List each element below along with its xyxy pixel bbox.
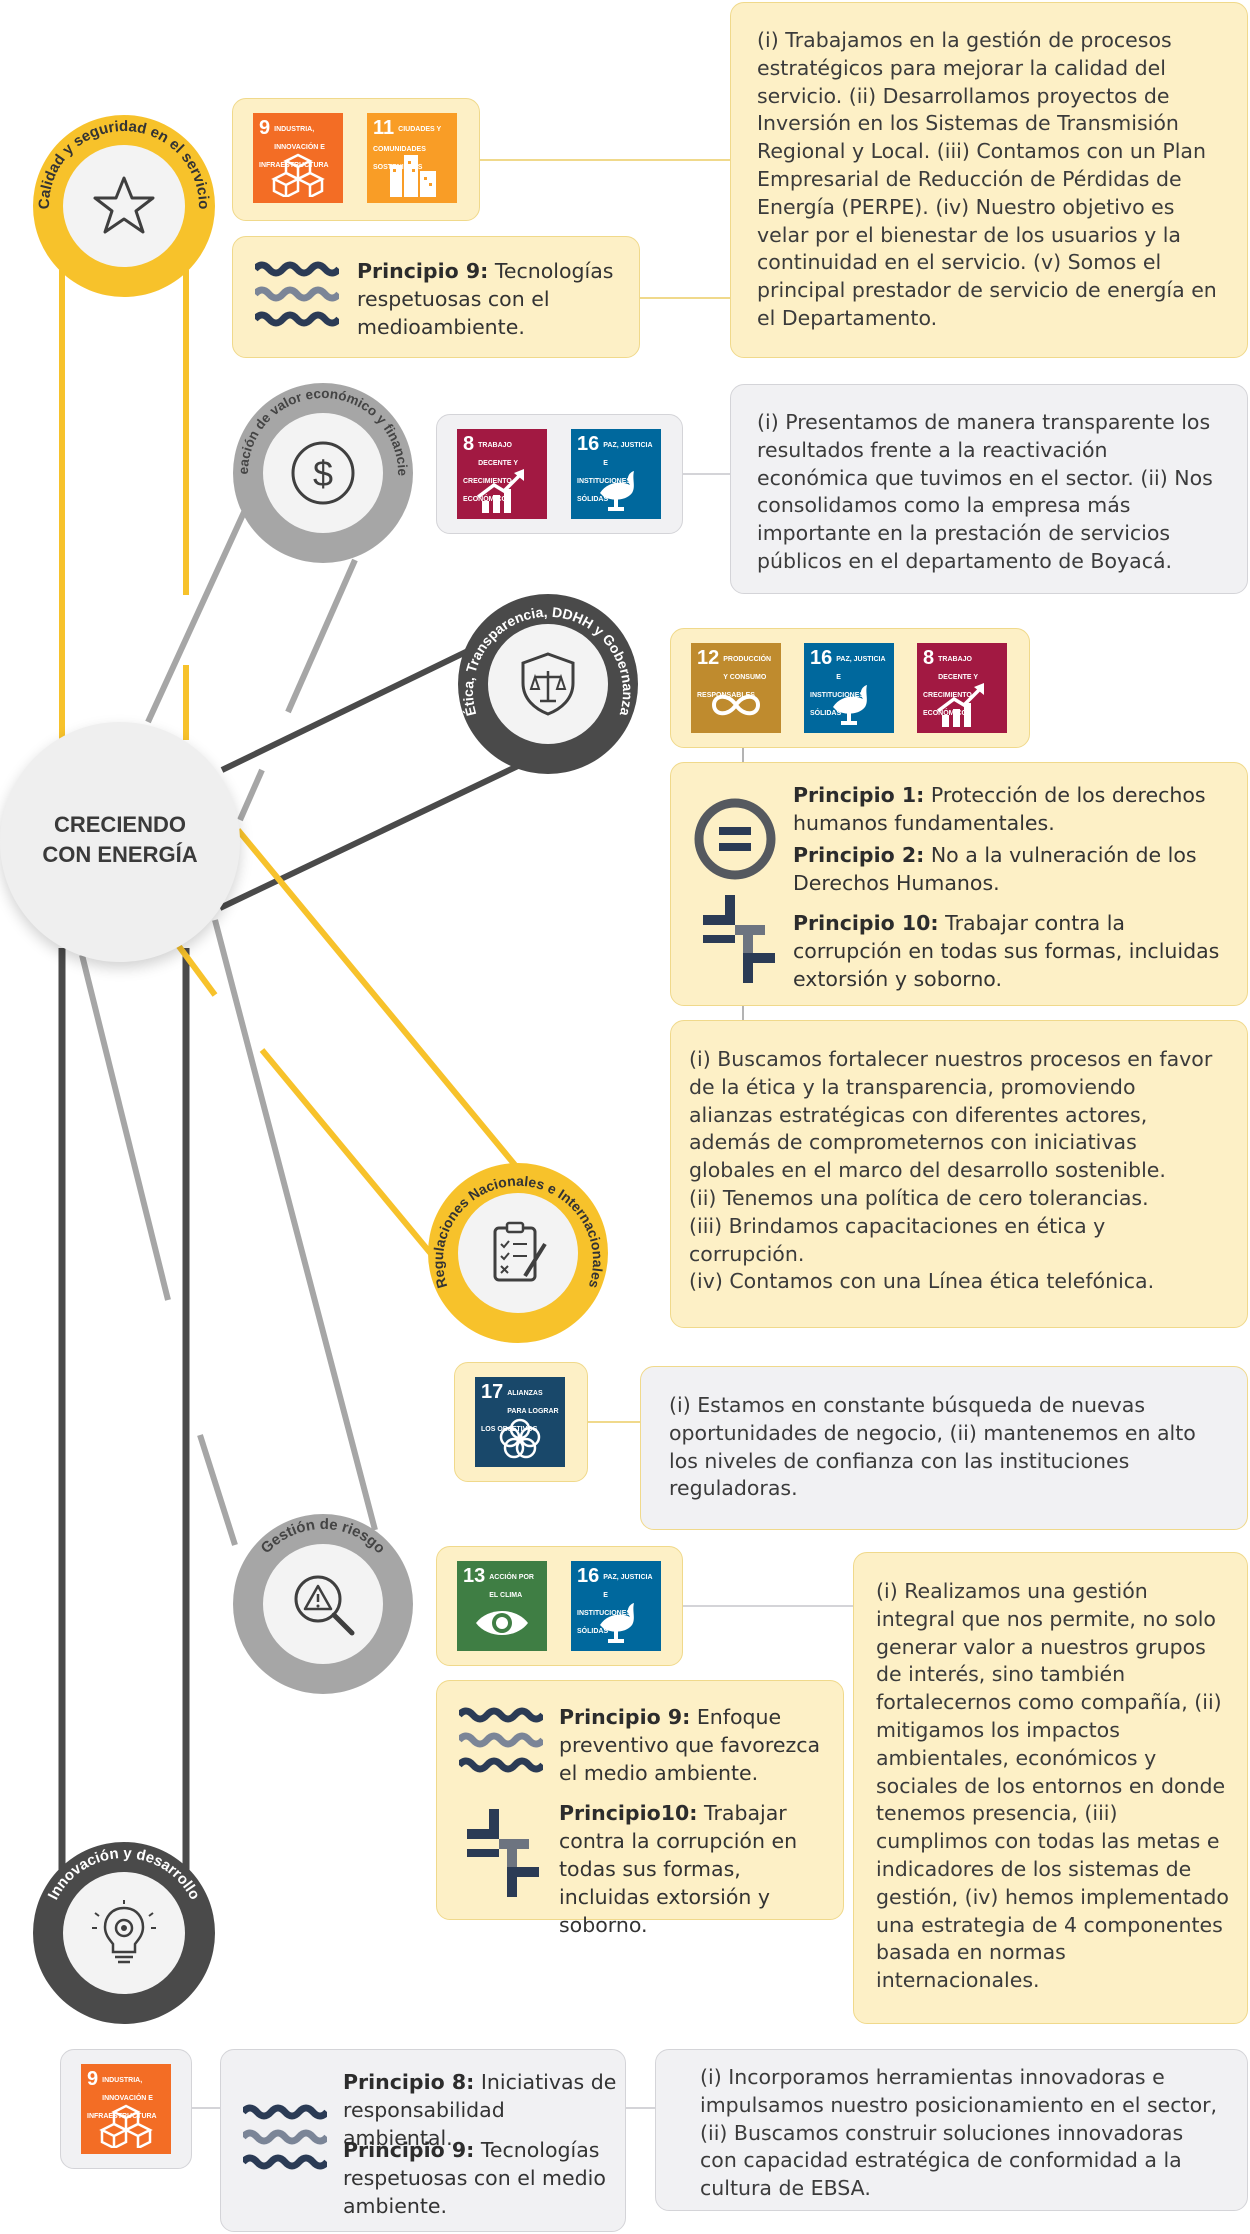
- waves-icon-innovation: [243, 2102, 327, 2176]
- principle-8-text: Iniciativas de responsabilidad ambiental…: [343, 2070, 617, 2150]
- warning-magnifier-icon: [294, 1575, 355, 1636]
- ethics-line-1: (i) Buscamos fortalecer nuestros proceso…: [689, 1047, 1213, 1183]
- dollar-icon: $: [291, 441, 355, 505]
- text-box-regulations: (i) Estamos en constante búsqueda de nue…: [640, 1366, 1248, 1530]
- economic-description: (i) Presentamos de manera transparente l…: [757, 410, 1213, 573]
- principle-10-label-risk: Principio10:: [559, 1801, 698, 1825]
- sdg-9-badge-innovation: 9Industria, innovación e infraestructura: [81, 2064, 171, 2154]
- principle-9-label-innovation: Principio 9:: [343, 2138, 475, 2162]
- svg-text:Innovación y desarrollo: Innovación y desarrollo: [45, 1845, 203, 1903]
- equality-icon: [694, 798, 776, 880]
- center-circle: CRECIENDO CON ENERGÍA: [0, 722, 240, 962]
- principle-1-text: Protección de los derechos humanos funda…: [793, 783, 1206, 835]
- sdg-16-badge-risk: 16Paz, justicia e instituciones sólidas: [571, 1561, 661, 1651]
- svg-text:Ética, Transparencia, DDHH y G: Ética, Transparencia, DDHH y Gobernanza: [460, 604, 636, 718]
- center-line2: CON ENERGÍA: [42, 842, 198, 867]
- principle-8-label: Principio 8:: [343, 2070, 475, 2094]
- principle-9-text-risk: Enfoque preventivo que favorezca el medi…: [559, 1705, 821, 1785]
- pillar-ethics: Ética, Transparencia, DDHH y Gobernanza: [458, 594, 638, 774]
- principle-10-text: Trabajar contra la corrupción en todas s…: [793, 911, 1220, 991]
- pillar-risk-title: Gestión de riesgo: [258, 1516, 389, 1557]
- center-line1: CRECIENDO: [53, 812, 186, 837]
- anticorruption-icon-risk: [467, 1809, 539, 1897]
- pillar-innovation-title: Innovación y desarrollo: [45, 1845, 203, 1903]
- principle-10-text-risk: Trabajar contra la corrupción en todas s…: [559, 1801, 798, 1937]
- principle-box-quality: Principio 9: Tecnologías respetuosas con…: [232, 236, 640, 358]
- regulations-description: (i) Estamos en constante búsqueda de nue…: [669, 1393, 1196, 1501]
- pillar-regulations: Regulaciones Nacionales e Internacionale…: [428, 1163, 608, 1343]
- pillar-quality-title: Calidad y seguridad en el servicio: [36, 118, 212, 210]
- lightbulb-gear-icon: [92, 1900, 156, 1964]
- text-box-quality: (i) Trabajamos en la gestión de procesos…: [730, 2, 1248, 358]
- waves-icon-risk: [459, 1705, 543, 1779]
- principle-9-label: Principio 9:: [357, 259, 489, 283]
- principle-9-text-innovation: Tecnologías respetuosas con el medio amb…: [343, 2138, 606, 2218]
- pillar-innovation: Innovación y desarrollo: [33, 1842, 215, 2024]
- star-icon: [93, 176, 155, 234]
- sdg-16-badge: 16Paz, justicia e instituciones sólidas: [571, 429, 661, 519]
- anticorruption-icon: [703, 895, 775, 983]
- checklist-icon: [493, 1221, 547, 1282]
- sdg-13-badge: 13Acción por el clima: [457, 1561, 547, 1651]
- sdg-17-badge: 17Alianzas para lograr los objetivos: [475, 1377, 565, 1467]
- text-box-innovation: (i) Incorporamos herramientas innovadora…: [655, 2049, 1248, 2211]
- principle-9-text: Tecnologías respetuosas con el medioambi…: [357, 259, 614, 339]
- principle-box-ethics: Principio 1: Protección de los derechos …: [670, 762, 1248, 1006]
- text-box-risk: (i) Realizamos una gestión integral que …: [853, 1552, 1248, 2024]
- pillar-ethics-title: Ética, Transparencia, DDHH y Gobernanza: [460, 604, 636, 718]
- svg-text:$: $: [313, 453, 333, 494]
- risk-description: (i) Realizamos una gestión integral que …: [876, 1579, 1229, 1993]
- principle-2-label: Principio 2:: [793, 843, 925, 867]
- principle-9-label-risk: Principio 9:: [559, 1705, 691, 1729]
- svg-text:Gestión de riesgo: Gestión de riesgo: [258, 1516, 389, 1557]
- sdg-8-badge: 8Trabajo decente y crecimiento económico: [457, 429, 547, 519]
- pillar-regulations-title: Regulaciones Nacionales e Internacionale…: [430, 1173, 606, 1291]
- text-box-ethics: (i) Buscamos fortalecer nuestros proceso…: [670, 1020, 1248, 1328]
- ethics-line-4: (iv) Contamos con una Línea ética telefó…: [689, 1269, 1155, 1294]
- sdg-11-badge: 11Ciudades y comunidades sostenibles: [367, 113, 457, 203]
- shield-balance-icon: [521, 652, 575, 716]
- sdg-9-badge: 9Industria, innovación e infraestructura: [253, 113, 343, 203]
- pillar-quality: Calidad y seguridad en el servicio: [33, 115, 215, 297]
- text-box-economic: (i) Presentamos de manera transparente l…: [730, 384, 1248, 594]
- svg-text:Creación de valor económico y: Creación de valor económico y financiero: [228, 371, 410, 476]
- principle-box-risk: Principio 9: Enfoque preventivo que favo…: [436, 1680, 844, 1937]
- innovation-description: (i) Incorporamos herramientas innovadora…: [700, 2065, 1218, 2201]
- pillar-economic-title: Creación de valor económico y financiero: [228, 371, 410, 476]
- pillar-economic: $ Creación de valor económico y financie…: [228, 371, 413, 563]
- pillar-risk: Gestión de riesgo: [233, 1514, 413, 1694]
- waves-icon: [255, 259, 339, 333]
- principle-1-label: Principio 1:: [793, 783, 925, 807]
- sdg-16-badge-ethics: 16Paz, justicia e instituciones sólidas: [804, 643, 894, 733]
- principle-box-innovation: Principio 8: Iniciativas de responsabili…: [220, 2049, 626, 2232]
- principle-10-label: Principio 10:: [793, 911, 939, 935]
- svg-text:Calidad y seguridad en el serv: Calidad y seguridad en el servicio: [36, 118, 212, 210]
- svg-text:Regulaciones Nacionales e Inte: Regulaciones Nacionales e Internacionale…: [430, 1173, 606, 1291]
- sdg-8-badge-ethics: 8Trabajo decente y crecimiento económico: [917, 643, 1007, 733]
- ethics-line-2: (ii) Tenemos una política de cero tolera…: [689, 1185, 1149, 1210]
- principle-2-text: No a la vulneración de los Derechos Huma…: [793, 843, 1197, 895]
- quality-description: (i) Trabajamos en la gestión de procesos…: [757, 28, 1217, 330]
- ethics-line-3: (iii) Brindamos capacitaciones en ética …: [689, 1213, 1106, 1266]
- sdg-12-badge: 12Producción y consumo responsables: [691, 643, 781, 733]
